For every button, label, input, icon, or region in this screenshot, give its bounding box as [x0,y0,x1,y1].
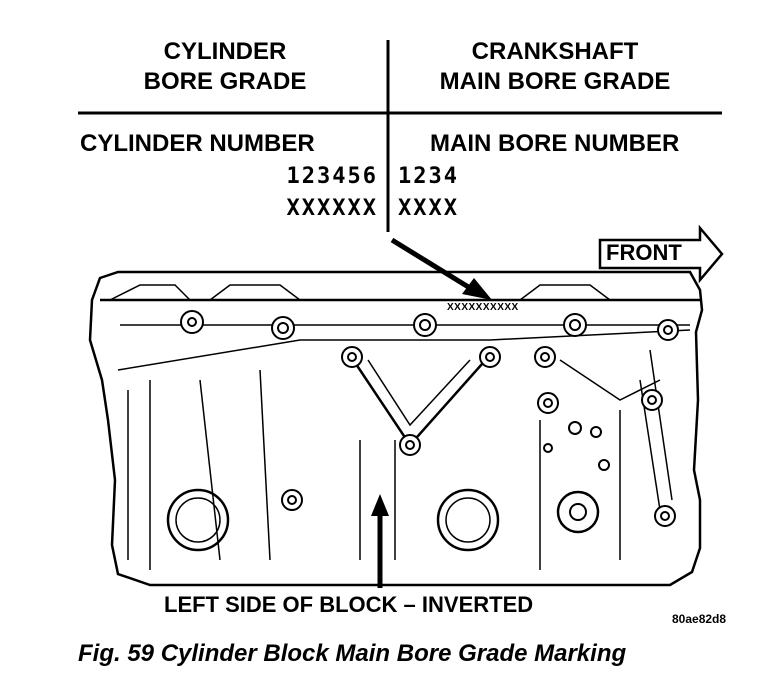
crankshaft-main-bore-grade-header: CRANKSHAFT MAIN BORE GRADE [405,37,705,97]
main-bores [166,488,600,552]
left-side-inverted-label: LEFT SIDE OF BLOCK – INVERTED [164,592,534,617]
front-arrow [598,224,724,284]
right-header-line2: MAIN BORE GRADE [439,68,671,95]
main-bore-numbers: 1234 [398,164,459,189]
side-callout-arrow [371,494,389,588]
cylinder-grades: XXXXXX [286,196,378,221]
stamp-leader-arrow [390,237,492,300]
figure-caption: Fig. 59 Cylinder Block Main Bore Grade M… [78,640,627,667]
front-label: FRONT [606,240,682,265]
main-bore-grades: XXXX [398,196,459,221]
figure-reference-code: 80ae82d8 [672,612,727,626]
main-bore-number-label: MAIN BORE NUMBER [430,130,680,157]
cylinder-bore-grade-header: CYLINDER BORE GRADE [110,37,340,97]
cylinder-numbers: 123456 [286,164,378,189]
stamp-marking: XXXXXXXXXX [447,302,519,313]
cylinder-block-outline [88,270,704,587]
cylinder-number-label: CYLINDER NUMBER [80,130,315,157]
left-header-line1: CYLINDER [163,38,287,65]
right-header-line1: CRANKSHAFT [471,38,639,65]
left-header-line2: BORE GRADE [143,68,307,95]
bolt-bosses [180,310,679,527]
